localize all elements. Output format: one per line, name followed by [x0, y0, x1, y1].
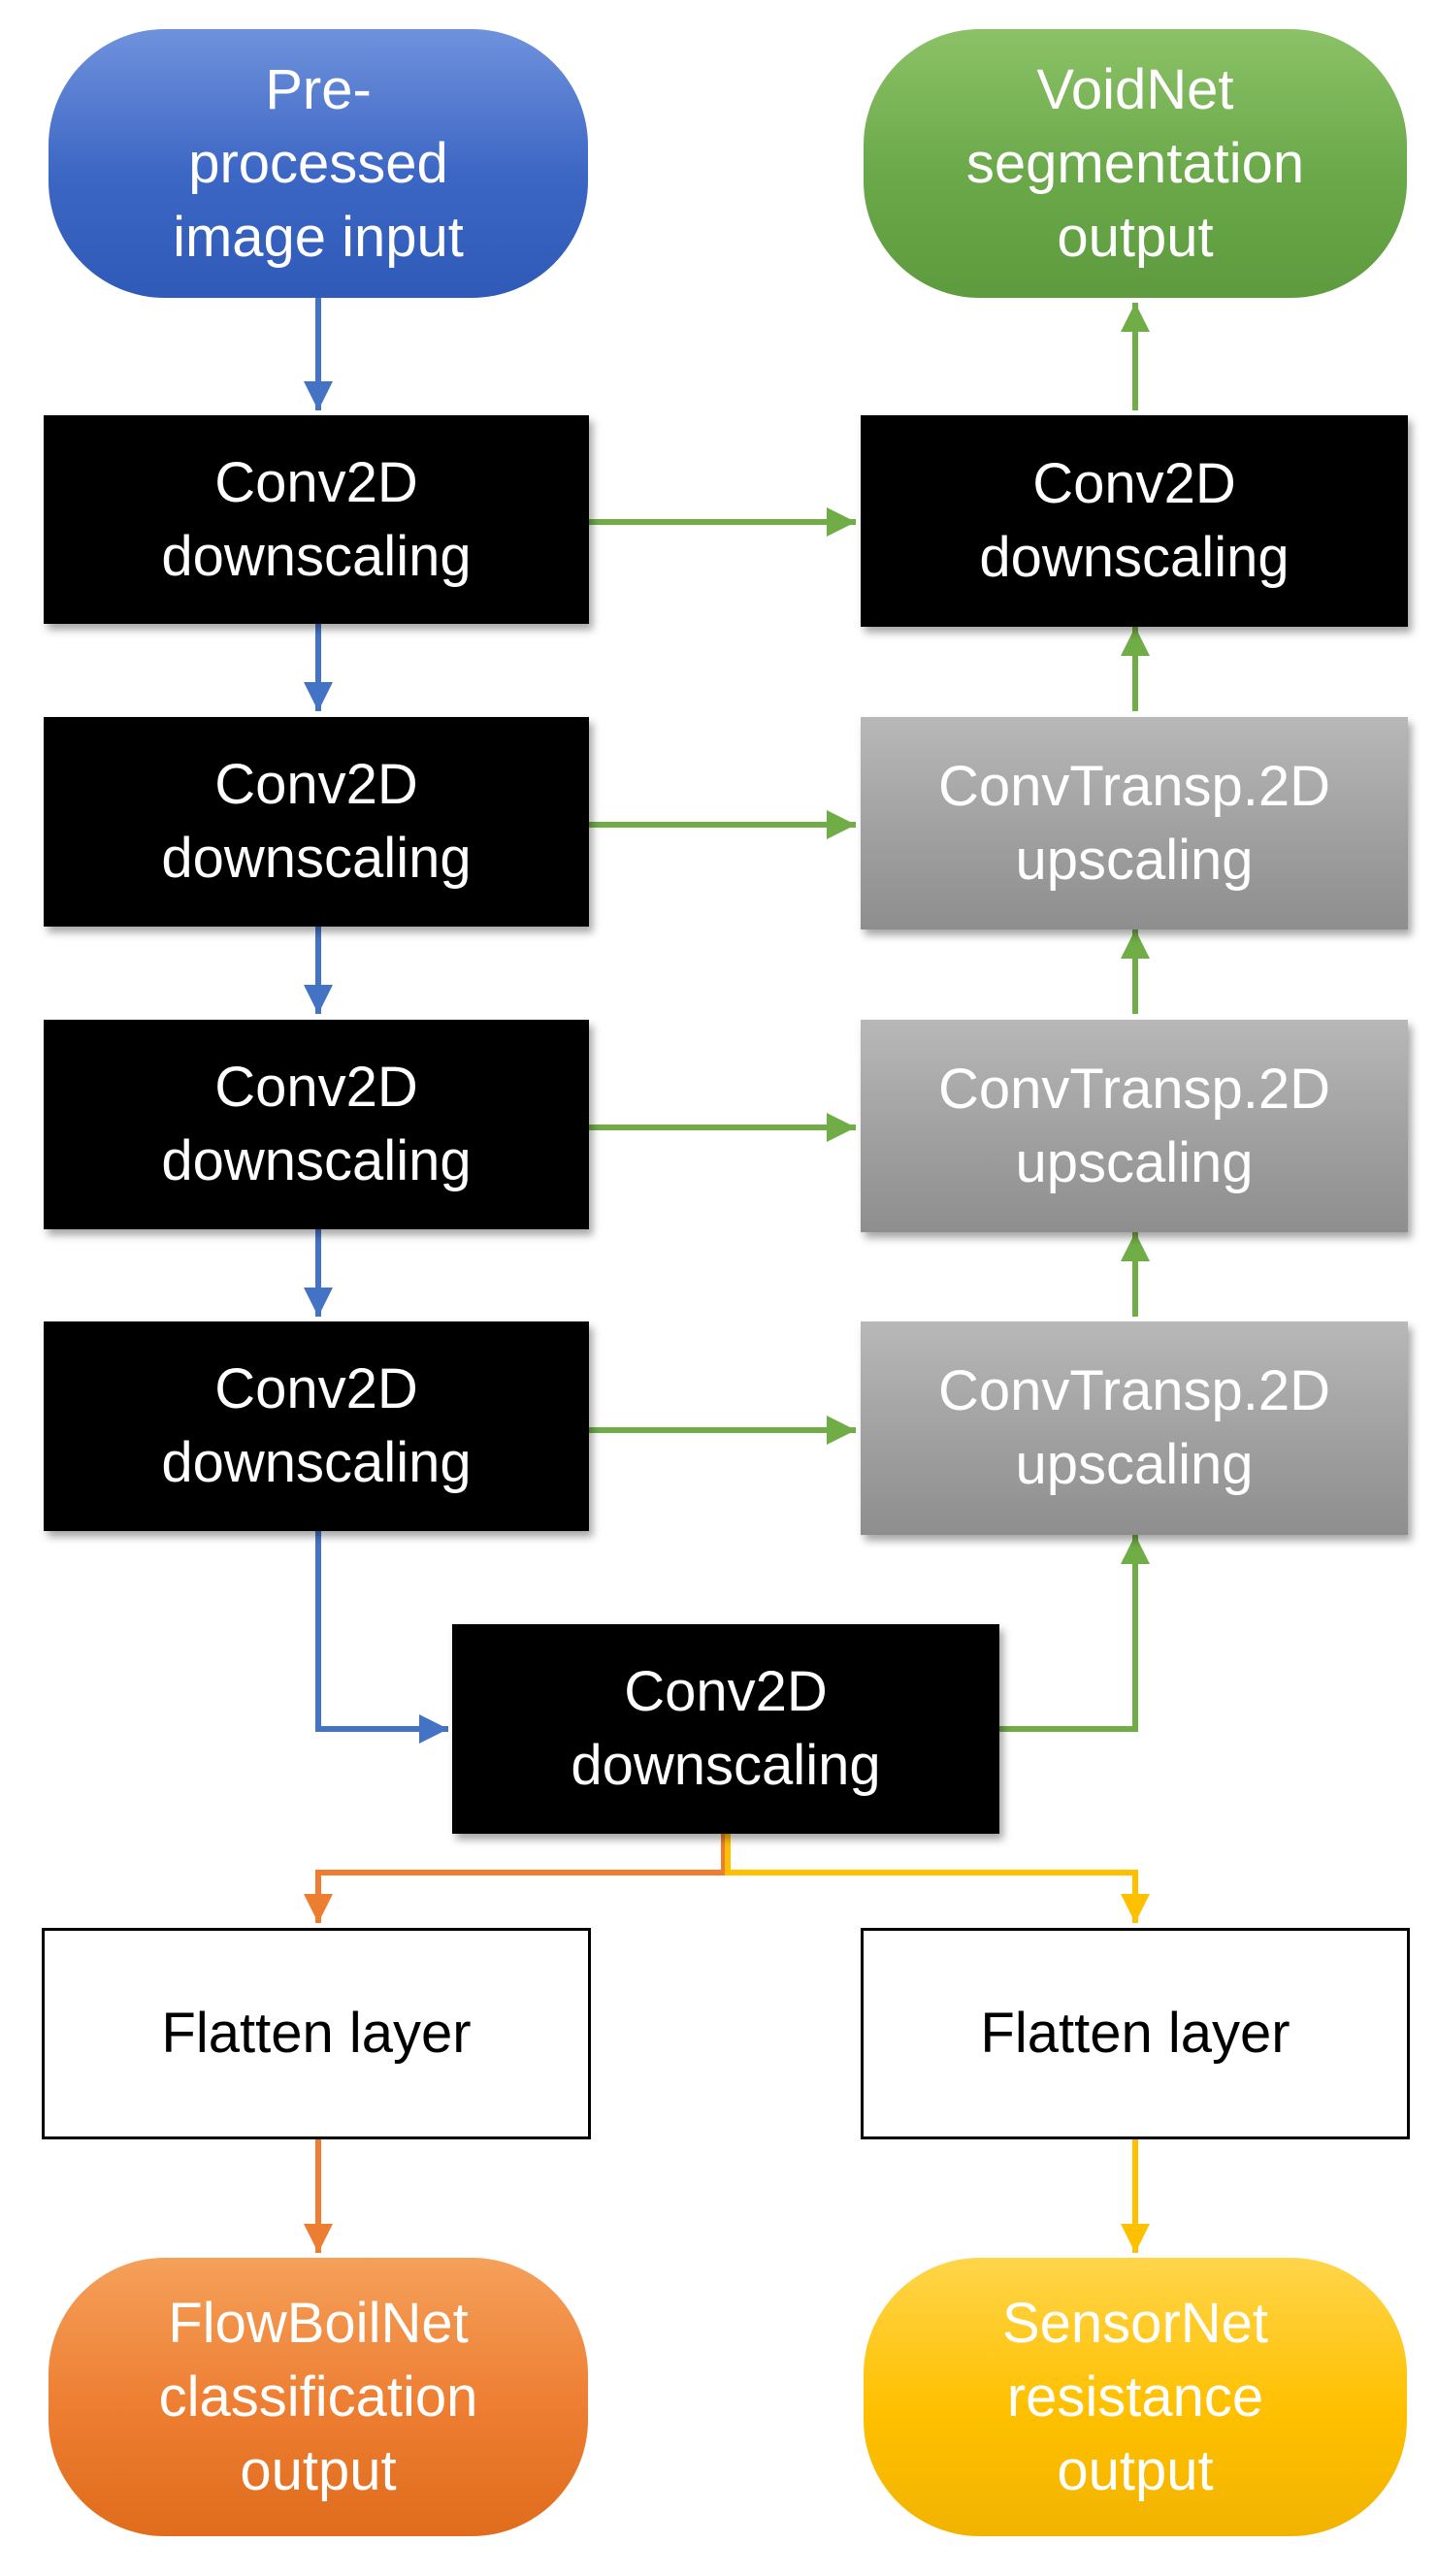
- sensornet-output-node: SensorNet resistance output: [864, 2258, 1407, 2536]
- decoder-block-1: ConvTransp.2D upscaling: [861, 717, 1408, 929]
- flowboilnet-output-node: FlowBoilNet classification output: [49, 2258, 588, 2536]
- voidnet-output-node: VoidNet segmentation output: [864, 29, 1407, 298]
- bottleneck-block: Conv2D downscaling: [452, 1624, 999, 1834]
- encoder-block-2: Conv2D downscaling: [44, 717, 589, 927]
- input-node: Pre- processed image input: [49, 29, 588, 298]
- flatten-layer-right: Flatten layer: [861, 1928, 1410, 2139]
- arrow-bottleneck-to-flatten-right: [725, 1834, 1150, 1923]
- encoder-block-3: Conv2D downscaling: [44, 1020, 589, 1229]
- arrow-bottleneck-to-flatten-left: [304, 1834, 727, 1923]
- encoder-block-1: Conv2D downscaling: [44, 415, 589, 624]
- decoder-final-block: Conv2D downscaling: [861, 415, 1408, 627]
- flatten-layer-left: Flatten layer: [42, 1928, 591, 2139]
- arrow-encoder4-to-bottleneck: [315, 1531, 448, 1744]
- arrow-bottleneck-to-decoder3: [999, 1535, 1150, 1732]
- decoder-block-3: ConvTransp.2D upscaling: [861, 1321, 1408, 1535]
- encoder-block-4: Conv2D downscaling: [44, 1321, 589, 1531]
- decoder-block-2: ConvTransp.2D upscaling: [861, 1020, 1408, 1232]
